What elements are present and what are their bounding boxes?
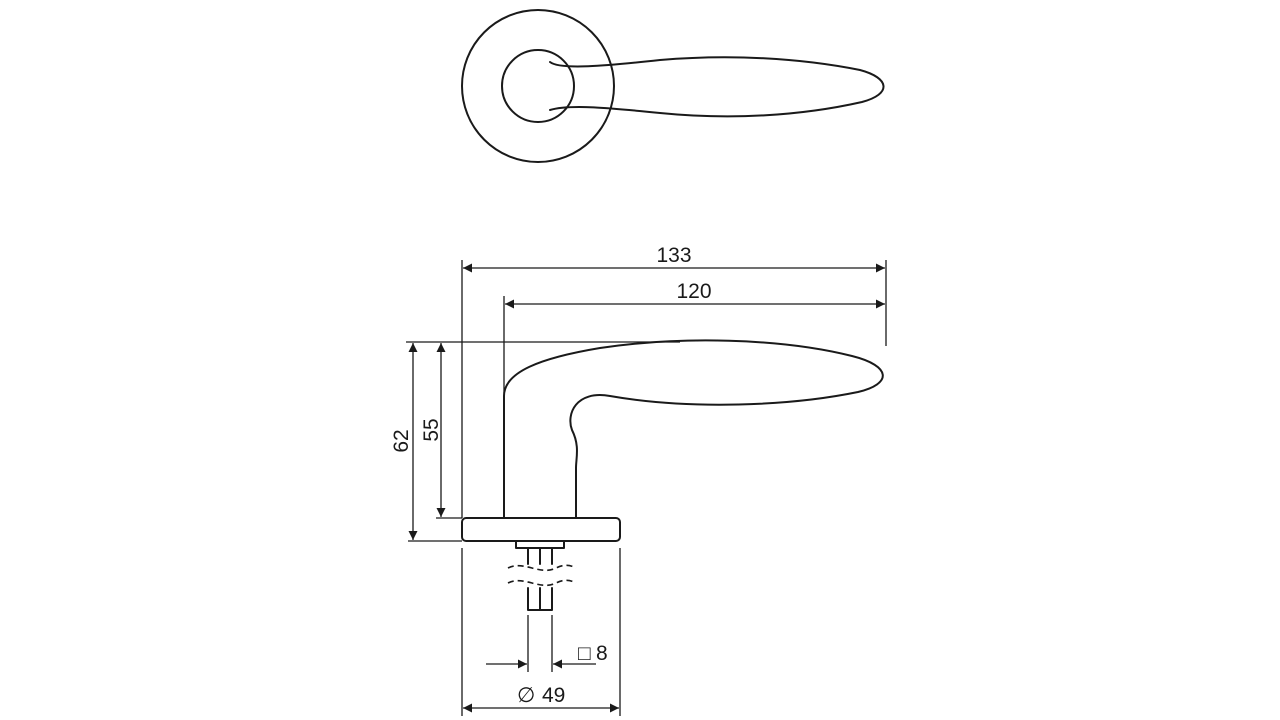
dim-rose-diameter-label: 49 [542, 684, 565, 707]
rose-inner-circle [501, 49, 575, 123]
spindle-upper [527, 547, 553, 565]
dim-spindle-size-label: 8 [596, 642, 608, 665]
diameter-symbol: ∅ [517, 684, 535, 707]
dim-overall-length-label: 133 [656, 244, 691, 267]
square-symbol: □ [578, 642, 591, 665]
lever-side-outline [503, 339, 884, 519]
dimension-labels: 133 120 62 55 □ 8 ∅ 49 [390, 244, 712, 707]
dim-total-height-label: 62 [390, 429, 413, 452]
dimension-lines [406, 260, 887, 716]
dim-lever-length-label: 120 [676, 280, 711, 303]
side-view [461, 339, 884, 611]
lever-top-outline [549, 56, 885, 118]
break-line-upper [507, 564, 577, 572]
top-view [461, 9, 885, 163]
rose-base [461, 517, 621, 542]
dim-lever-height-label: 55 [420, 418, 443, 441]
break-line-lower [507, 579, 577, 587]
rose-outer-circle [461, 9, 615, 163]
spindle-collar [515, 540, 565, 549]
spindle-lower [527, 587, 553, 611]
